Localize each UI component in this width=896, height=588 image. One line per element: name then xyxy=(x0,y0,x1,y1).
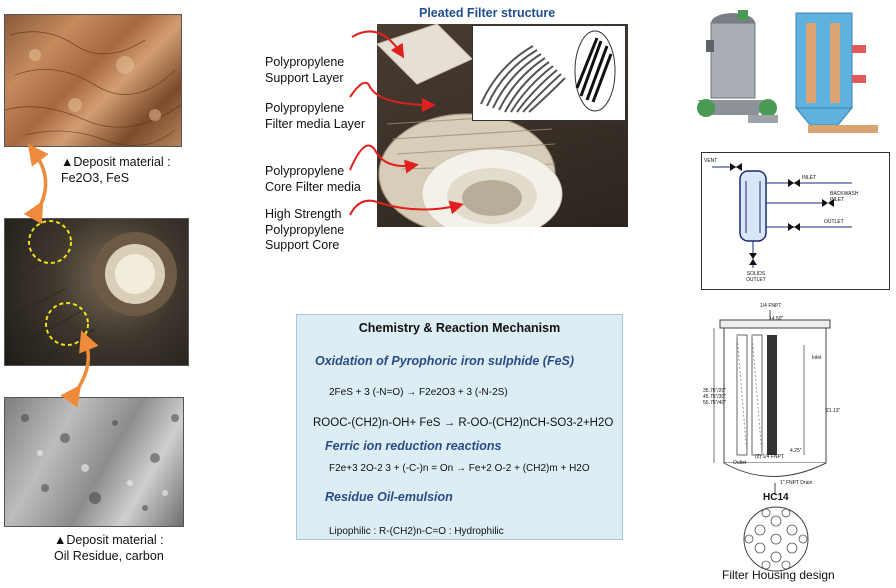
filter-label-support-layer: Polypropylene Support Layer xyxy=(265,55,344,86)
deposit-photo-oil xyxy=(4,397,184,527)
filter-photo-drawing xyxy=(5,232,177,365)
schematic-backwash-line1: BACKWASH xyxy=(830,191,859,197)
housing-drain-label: 1" FNPT Drain xyxy=(780,480,813,486)
filter-label-1-line1: Polypropylene xyxy=(265,55,345,69)
filter-label-4-line1: High Strength xyxy=(265,207,342,221)
filter-label-2-line2: Filter media Layer xyxy=(265,116,366,131)
deposit-caption-top-line2: Fe2O3, FeS xyxy=(61,171,130,185)
dashed-circle-top xyxy=(28,220,72,264)
piping-schematic: VENT INLET BACKWASH INLET OUTLET SOLIDS … xyxy=(701,152,890,290)
chemistry-heading-residue: Residue Oil-emulsion xyxy=(325,490,453,504)
schematic-solids-line2: OUTLET xyxy=(746,277,766,283)
red-arrow-2 xyxy=(349,81,436,112)
rust-texture xyxy=(5,31,181,146)
housing-fnpt-top: 1/4 FNPT xyxy=(760,303,782,309)
housing-dim-3: 55.75"/40" xyxy=(703,400,727,406)
filter-title: Pleated Filter structure xyxy=(419,6,556,20)
deposit-caption-bottom-line2: Oil Residue, carbon xyxy=(54,549,164,563)
filter-label-3-line1: Polypropylene xyxy=(265,164,345,178)
deposit-caption-top: ▲Deposit material : Fe2O3, FeS xyxy=(61,154,171,186)
chemistry-heading-oxidation: Oxidation of Pyrophoric iron sulphide (F… xyxy=(315,354,575,368)
red-arrow-3 xyxy=(349,144,419,174)
housing-model-label: HC14 xyxy=(763,492,789,503)
chemistry-title: Chemistry & Reaction Mechanism xyxy=(358,321,561,335)
deposit-caption-bottom: ▲Deposit material : Oil Residue, carbon xyxy=(54,532,164,564)
schematic-outlet-label: OUTLET xyxy=(824,219,844,225)
pleat-sketch-box xyxy=(472,25,626,121)
filter-label-3-line2: Core Filter media xyxy=(265,179,361,194)
schematic-vent-label: VENT xyxy=(704,158,718,164)
red-callout-arrows xyxy=(349,30,464,216)
equation-2: ROOC-(CH2)n-OH+ FeS → R-OO-(CH2)nCH-SO3-… xyxy=(313,417,614,429)
chemistry-panel: Chemistry & Reaction Mechanism Oxidation… xyxy=(296,314,623,540)
schematic-drawing xyxy=(712,163,852,268)
equation-4: Lipophilic : R-(CH2)n-C=O : Hydrophilic xyxy=(329,526,504,537)
deposit-photo-rust xyxy=(4,14,182,147)
schematic-solids-line1: SOLIDS xyxy=(746,271,766,277)
deposit-caption-bottom-line1: ▲Deposit material : xyxy=(54,533,164,547)
equation-1: 2FeS + 3 (-N=O) → F2e2O3 + 3 (-N-2S) xyxy=(329,387,508,398)
orange-arrow-top xyxy=(23,143,49,225)
housing-side-dim: 21.13" xyxy=(826,408,841,414)
housing-small-dim: 4.25" xyxy=(790,448,802,454)
filter-label-4-line2: Polypropylene xyxy=(265,222,345,237)
oil-texture xyxy=(21,414,179,511)
filter-label-core-media: Polypropylene Core Filter media xyxy=(265,164,361,195)
housing-caption: Filter Housing design xyxy=(722,568,835,582)
housing-length-dims: 35.75"/20" 45.75"/30" 55.75"/40" xyxy=(703,388,726,406)
dashed-highlight-circles xyxy=(28,220,89,346)
orange-arrows xyxy=(23,143,99,408)
schematic-solids-label: SOLIDS OUTLET xyxy=(746,271,766,283)
schematic-backwash-line2: INLET xyxy=(830,197,845,203)
filter-label-2-line1: Polypropylene xyxy=(265,101,345,115)
housing-dim-2: 45.75"/30" xyxy=(703,394,727,400)
red-arrow-1 xyxy=(351,30,405,59)
red-arrow-4 xyxy=(349,199,464,216)
filter-label-support-core: High Strength Polypropylene Support Core xyxy=(265,207,344,254)
chemistry-heading-ferric: Ferric ion reduction reactions xyxy=(325,439,502,453)
schematic-backwash-label: BACKWASH INLET xyxy=(830,191,858,203)
filter-label-media-layer: Polypropylene Filter media Layer xyxy=(265,101,365,132)
pleat-sketch xyxy=(480,30,616,113)
schematic-inlet-label: INLET xyxy=(802,175,817,181)
filter-vessel-illustration xyxy=(697,10,878,133)
deposit-caption-top-line1: ▲Deposit material : xyxy=(61,155,171,169)
housing-fnpt-small: (2) 1/4 FNPT xyxy=(755,454,784,460)
housing-inlet-label: Inlet xyxy=(812,355,822,361)
housing-bottom-circles xyxy=(744,508,808,570)
equation-3: F2e+3 2O-2 3 + (-C-)n = On → Fe+2 O-2 + … xyxy=(329,463,590,474)
filter-label-1-line2: Support Layer xyxy=(265,70,344,85)
housing-drawing xyxy=(713,310,831,572)
dashed-circle-bottom xyxy=(45,302,89,346)
filter-label-4-line3: Support Core xyxy=(265,238,340,252)
housing-width-dim: 14.50" xyxy=(769,316,784,322)
housing-dim-1: 35.75"/20" xyxy=(703,388,727,394)
housing-outlet-label: Outlet xyxy=(733,460,747,466)
orange-arrow-bottom xyxy=(60,330,99,408)
